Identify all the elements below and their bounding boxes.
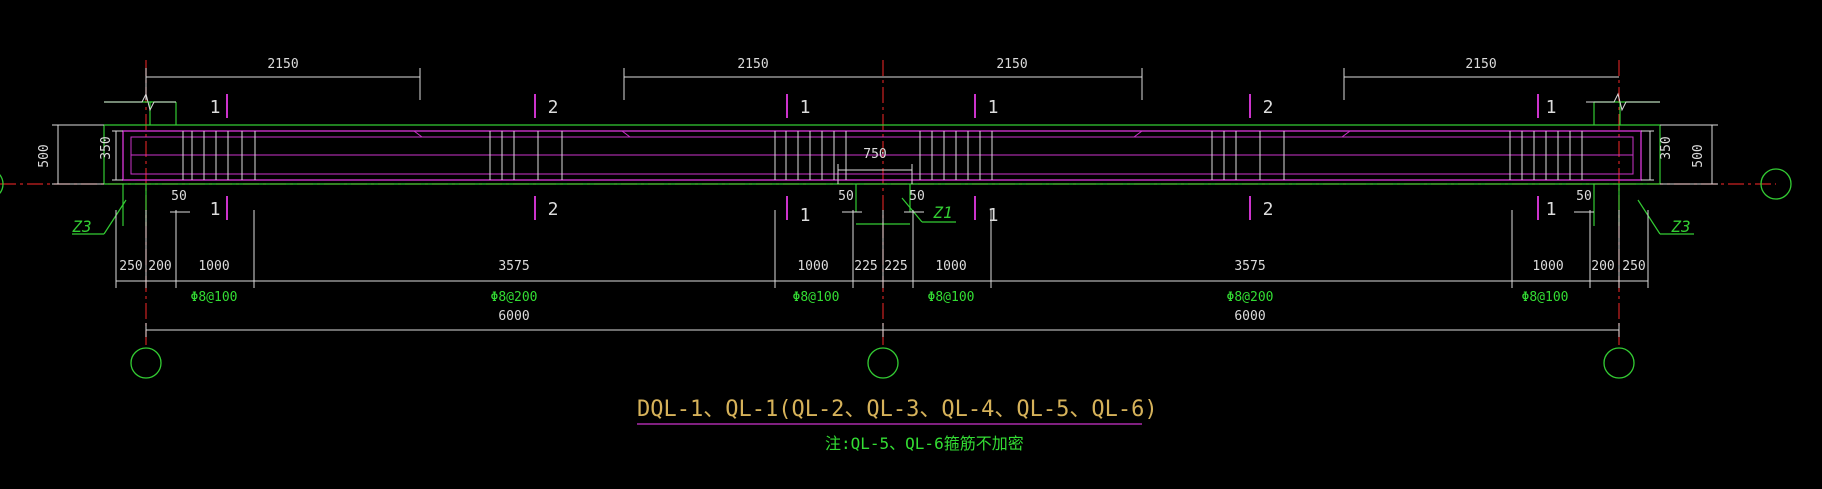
top-dim-1: 2150 (267, 57, 298, 72)
leader-left (103, 199, 127, 235)
segment-dim-7: 225 (884, 259, 907, 274)
top-dim-3: 2150 (996, 57, 1027, 72)
section-mark-top-3: 1 (800, 97, 811, 118)
rebar-label-4: Φ8@100 (928, 290, 975, 305)
dimension-lines (52, 68, 1718, 331)
section-mark-top-5: 2 (1263, 97, 1274, 118)
section-mark-top-6: 1 (1546, 97, 1557, 118)
segment-dim-6: 225 (854, 259, 877, 274)
small-dim-4: 50 (1576, 189, 1592, 204)
column-label-middle: Z1 (932, 203, 952, 222)
segment-dim-2: 200 (148, 259, 171, 274)
rebar-label-2: Φ8@200 (491, 290, 538, 305)
top-dim-4: 2150 (1465, 57, 1496, 72)
beam-outer-rect (122, 130, 1642, 181)
height-dim-right-500: 500 (1691, 144, 1706, 167)
column-label-left: Z3 (71, 217, 91, 236)
small-dim-3: 50 (909, 189, 925, 204)
section-mark-bottom-6: 1 (1546, 199, 1557, 220)
break-symbols (104, 92, 1660, 112)
small-dim-2: 50 (838, 189, 854, 204)
section-cut-marks (226, 94, 1539, 220)
section-mark-bottom-3: 1 (800, 205, 811, 226)
drawing-note: 注:QL-5、QL-6箍筋不加密 (825, 434, 1024, 453)
axis-bubble-left (130, 347, 162, 379)
mid-dim-750: 750 (863, 147, 886, 162)
segment-dim-4: 3575 (498, 259, 529, 274)
axis-bubbles (0, 168, 1792, 379)
segment-dim-9: 3575 (1234, 259, 1265, 274)
section-mark-bottom-5: 2 (1263, 199, 1274, 220)
rebar-label-3: Φ8@100 (793, 290, 840, 305)
rebar-label-1: Φ8@100 (191, 290, 238, 305)
segment-dim-1: 250 (119, 259, 142, 274)
axis-bubble-far-left (0, 173, 4, 195)
break-symbol-right (1586, 92, 1660, 112)
small-dim-1: 50 (171, 189, 187, 204)
leader-middle (901, 197, 923, 223)
segment-dim-12: 250 (1622, 259, 1645, 274)
rebar-label-6: Φ8@100 (1522, 290, 1569, 305)
axis-lines (0, 60, 1776, 345)
section-mark-top-2: 2 (548, 97, 559, 118)
span-dim-2: 6000 (1234, 309, 1265, 324)
span-dim-1: 6000 (498, 309, 529, 324)
height-dim-left-500: 500 (37, 144, 52, 167)
section-mark-bottom-1: 1 (210, 199, 221, 220)
segment-dim-3: 1000 (198, 259, 229, 274)
leader-right (1637, 199, 1661, 235)
rebar-label-5: Φ8@200 (1227, 290, 1274, 305)
height-dim-right-350: 350 (1659, 136, 1674, 159)
stirrups (182, 131, 1583, 180)
column-label-right: Z3 (1670, 217, 1690, 236)
top-dim-2: 2150 (737, 57, 768, 72)
section-mark-top-4: 1 (988, 97, 999, 118)
axis-bubble-middle (867, 347, 899, 379)
drawing-title: DQL-1、QL-1(QL-2、QL-3、QL-4、QL-5、QL-6) (637, 397, 1158, 422)
segment-dim-10: 1000 (1532, 259, 1563, 274)
beam-outline (122, 130, 1642, 181)
segment-dim-5: 1000 (797, 259, 828, 274)
section-mark-top-1: 1 (210, 97, 221, 118)
segment-ticks (115, 210, 1649, 337)
segment-dim-11: 200 (1591, 259, 1614, 274)
section-mark-bottom-4: 1 (988, 205, 999, 226)
height-dim-left-350: 350 (99, 136, 114, 159)
segment-dim-8: 1000 (935, 259, 966, 274)
break-symbol-left (104, 92, 176, 112)
section-mark-bottom-2: 2 (548, 199, 559, 220)
axis-bubble-right (1603, 347, 1635, 379)
axis-bubble-far-right (1760, 168, 1792, 200)
